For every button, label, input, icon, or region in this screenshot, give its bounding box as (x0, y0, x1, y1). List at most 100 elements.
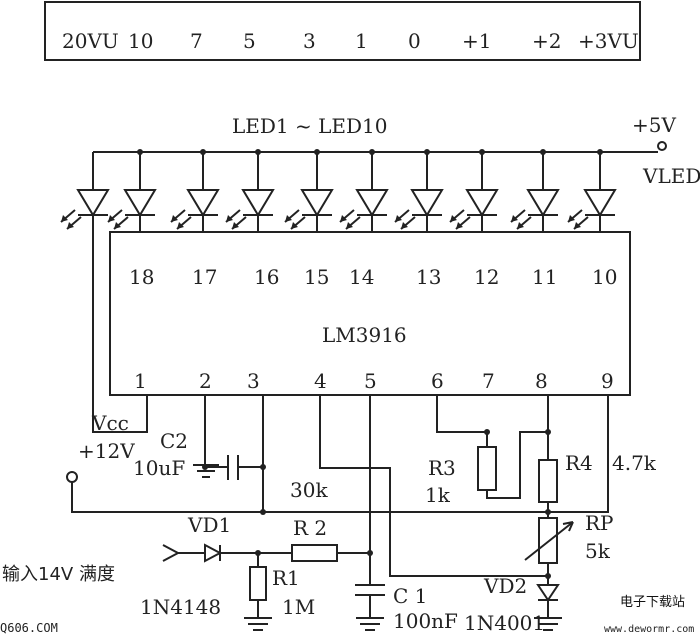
r4-label: R4 (565, 451, 593, 475)
pin-label: 3 (247, 369, 260, 393)
rp-arrow-icon (524, 521, 574, 561)
pin-label: 1 (134, 369, 147, 393)
led-range-label: LED1 ~ LED10 (232, 114, 387, 138)
pin4-wire (319, 395, 548, 577)
led-diode-icon (465, 152, 499, 232)
resistor-30k-label: 30k (290, 478, 328, 502)
c2-value: 10uF (133, 456, 185, 480)
pin-label: 18 (129, 265, 154, 289)
junction-dot (424, 149, 430, 155)
c2-capacitor (204, 395, 264, 512)
led-diode-icon (186, 152, 220, 232)
led-diode-icon (355, 152, 389, 232)
watermark-left: Q606.COM (0, 621, 58, 635)
vu-scale-box (44, 1, 641, 61)
pin-label: 9 (601, 369, 614, 393)
vd1-label: VD1 (187, 513, 231, 537)
arrowhead-icon (511, 215, 524, 229)
vd2-diode (534, 584, 562, 631)
vd1-part: 1N4148 (140, 595, 221, 619)
scale-label: 20VU (62, 29, 119, 53)
arrowhead-icon (395, 215, 408, 229)
c1-label: C 1 (393, 584, 427, 608)
led1-to-pin1-wire (92, 230, 148, 433)
led-10 (567, 149, 617, 232)
led-diode-icon (123, 152, 157, 232)
chip-name: LM3916 (322, 323, 407, 347)
scale-label: +1 (462, 29, 491, 53)
junction-dot (369, 149, 375, 155)
r2-resistor (291, 544, 338, 562)
r1-value: 1M (282, 595, 315, 619)
led-5 (284, 149, 334, 232)
input-label: 输入14V 满度 (2, 564, 115, 585)
scale-label: +3VU (578, 29, 639, 53)
junction-dot (314, 149, 320, 155)
vcc-terminal (66, 471, 78, 483)
r3-value: 1k (425, 483, 451, 507)
pin-label: 13 (416, 265, 441, 289)
scale-label: 7 (190, 29, 203, 53)
c2-label: C2 (160, 429, 188, 453)
pin-label: 17 (192, 265, 217, 289)
led-6 (339, 149, 389, 232)
scale-label: 3 (303, 29, 316, 53)
plus12v-label: +12V (78, 439, 135, 463)
pin-label: 6 (431, 369, 444, 393)
pin-label: 15 (304, 265, 329, 289)
led-diode-icon (76, 152, 110, 230)
scale-label: 10 (128, 29, 153, 53)
led-diode-icon (583, 152, 617, 232)
pin-label: 14 (349, 265, 374, 289)
arrowhead-icon (568, 215, 581, 229)
vled-terminal (657, 141, 667, 151)
arrowhead-icon (171, 215, 184, 229)
scale-label: 0 (408, 29, 421, 53)
led-9 (510, 149, 560, 232)
led-diode-icon (526, 152, 560, 232)
junction-dot (479, 149, 485, 155)
vd2-label: VD2 (483, 574, 527, 598)
input-wire-vd1 (162, 543, 370, 563)
c1-capacitor (355, 395, 385, 631)
r1-resistor (249, 566, 267, 601)
watermark-url: www.dewormr.com (604, 624, 694, 635)
r3-label: R3 (428, 456, 456, 480)
arrowhead-icon (285, 215, 298, 229)
pin-label: 7 (482, 369, 495, 393)
junction-dot (597, 149, 603, 155)
r2-label: R 2 (293, 516, 327, 540)
c1-value: 100nF (393, 609, 458, 633)
rp-label: RP (585, 511, 614, 535)
led-2 (107, 149, 157, 232)
pin-label: 5 (364, 369, 377, 393)
pin-label: 8 (535, 369, 548, 393)
vd2-part: 1N4001 (464, 611, 545, 635)
r1-wire (244, 553, 272, 631)
rp-potentiometer (538, 517, 558, 564)
led-7 (394, 149, 444, 232)
r4-value: 4.7k (612, 451, 657, 475)
vcc-label: Vcc (91, 411, 129, 435)
led-3 (170, 149, 220, 232)
scale-label: 1 (355, 29, 368, 53)
led-4 (225, 149, 275, 232)
r3-resistor (477, 446, 497, 491)
arrowhead-icon (61, 215, 74, 229)
pin-label: 16 (254, 265, 279, 289)
pin-label: 10 (592, 265, 617, 289)
vled-label: VLED (642, 164, 700, 188)
led-diode-icon (300, 152, 334, 232)
plus5v-label: +5V (632, 113, 676, 137)
junction-dot (137, 149, 143, 155)
led-diode-icon (241, 152, 275, 232)
r4-resistor (538, 459, 558, 503)
arrowhead-icon (450, 215, 463, 229)
junction-dot (255, 149, 261, 155)
watermark-right: 电子下载站 (620, 595, 685, 610)
pin-label: 4 (314, 369, 327, 393)
